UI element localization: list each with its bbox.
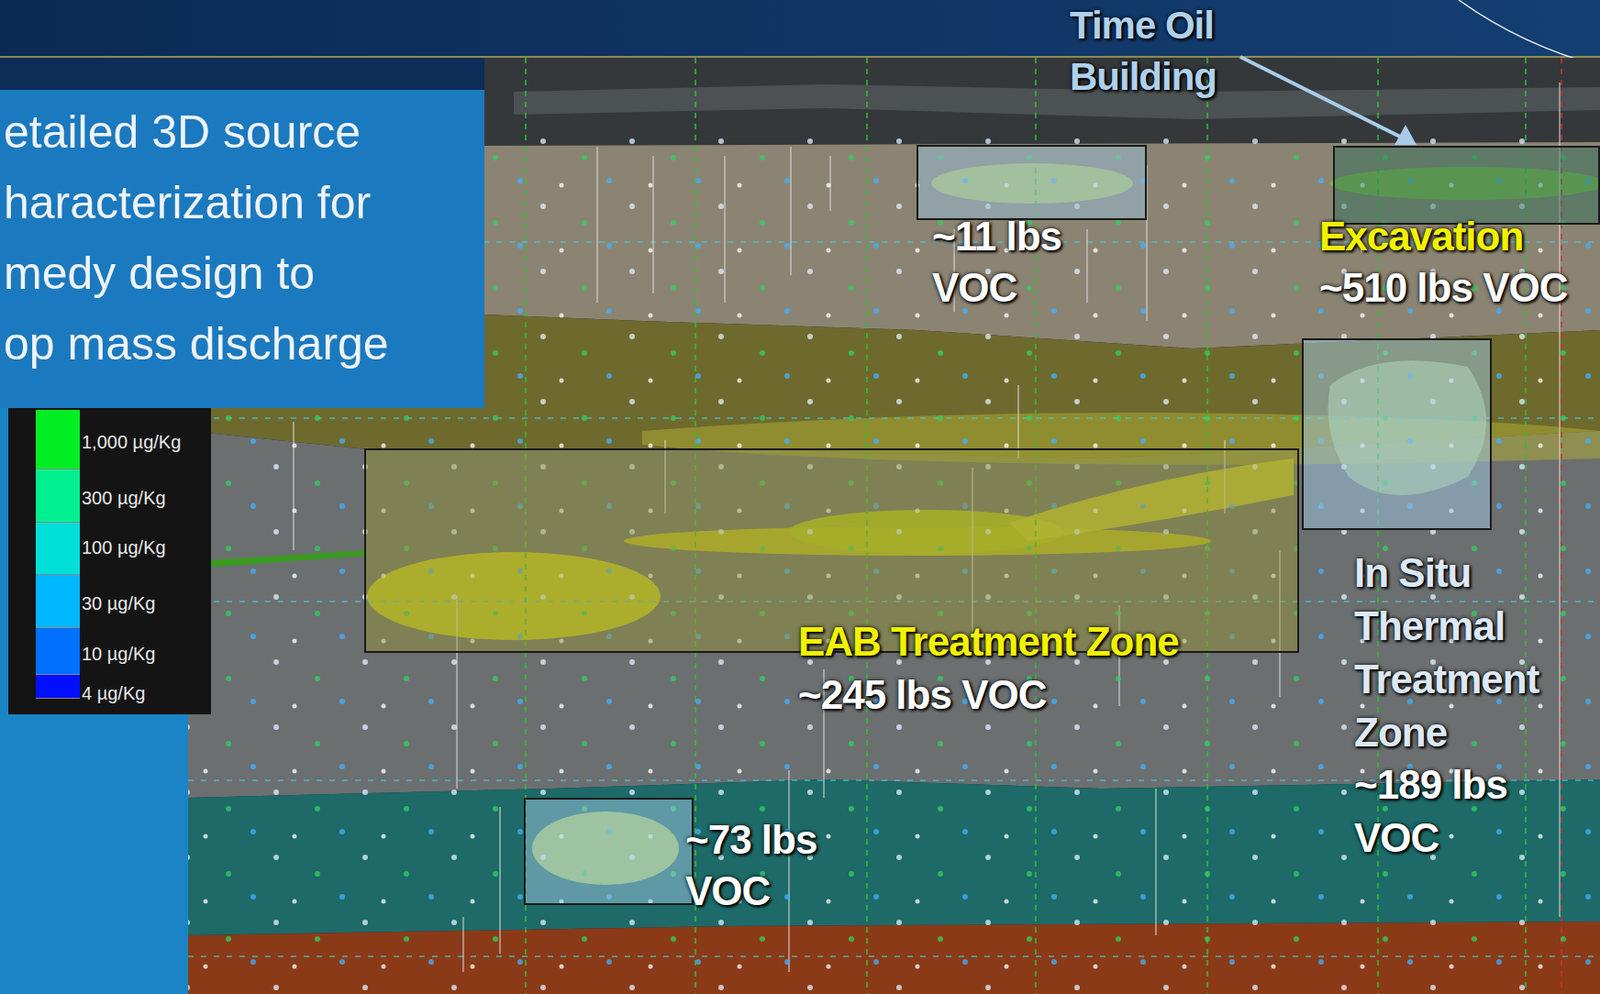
color-swatch [35, 675, 80, 700]
legend-label: 4 µg/Kg [81, 682, 145, 705]
zone-title: EAB Treatment Zone [798, 616, 1230, 668]
mass-label: ~189 lbs VOC [1354, 758, 1547, 866]
legend-label: 1,000 µg/Kg [81, 431, 181, 454]
color-swatch [35, 575, 80, 629]
thermal-zone-box: In Situ Thermal Treatment Zone~189 lbs V… [1301, 338, 1492, 531]
legend-label: 100 µg/Kg [81, 536, 167, 559]
leader-arrow [1240, 56, 1417, 145]
legend-label: 10 µg/Kg [81, 643, 156, 666]
title-text: etailed 3D source haracterization for me… [3, 97, 481, 380]
mass-label: ~510 lbs VOC [1319, 262, 1600, 314]
mass-zone-box: ~11 lbs VOC [916, 144, 1147, 221]
text-line: haracterization for [3, 167, 481, 239]
legend-panel: 1,000 µg/Kg 300 µg/Kg 100 µg/Kg 30 µg/Kg 10 … [8, 408, 212, 715]
zone-title: In Situ Thermal Treatment Zone [1354, 546, 1570, 760]
color-swatch [35, 469, 80, 523]
mass-zone-box: ~73 lbs VOC [523, 798, 694, 906]
color-swatch [35, 628, 80, 676]
eab-zone-box: EAB Treatment Zone~245 lbs VOC [364, 448, 1300, 654]
color-swatch [35, 410, 80, 470]
title-panel: etailed 3D source haracterization for me… [0, 89, 485, 409]
legend-label: 300 µg/Kg [81, 487, 167, 510]
mass-label: ~73 lbs VOC [685, 814, 846, 918]
text-line: etailed 3D source [3, 97, 481, 168]
building-label: Time Oil Building [1069, 0, 1254, 103]
text-line: op mass discharge [3, 309, 481, 380]
legend-label: 30 µg/Kg [81, 592, 156, 615]
excavation-box: Excavation~510 lbs VOC [1333, 145, 1600, 225]
mass-label: ~11 lbs VOC [932, 211, 1093, 314]
mass-label: ~245 lbs VOC [798, 669, 1092, 722]
color-swatch [35, 522, 80, 576]
text-line: medy design to [3, 238, 481, 310]
zone-title: Excavation [1319, 211, 1595, 263]
